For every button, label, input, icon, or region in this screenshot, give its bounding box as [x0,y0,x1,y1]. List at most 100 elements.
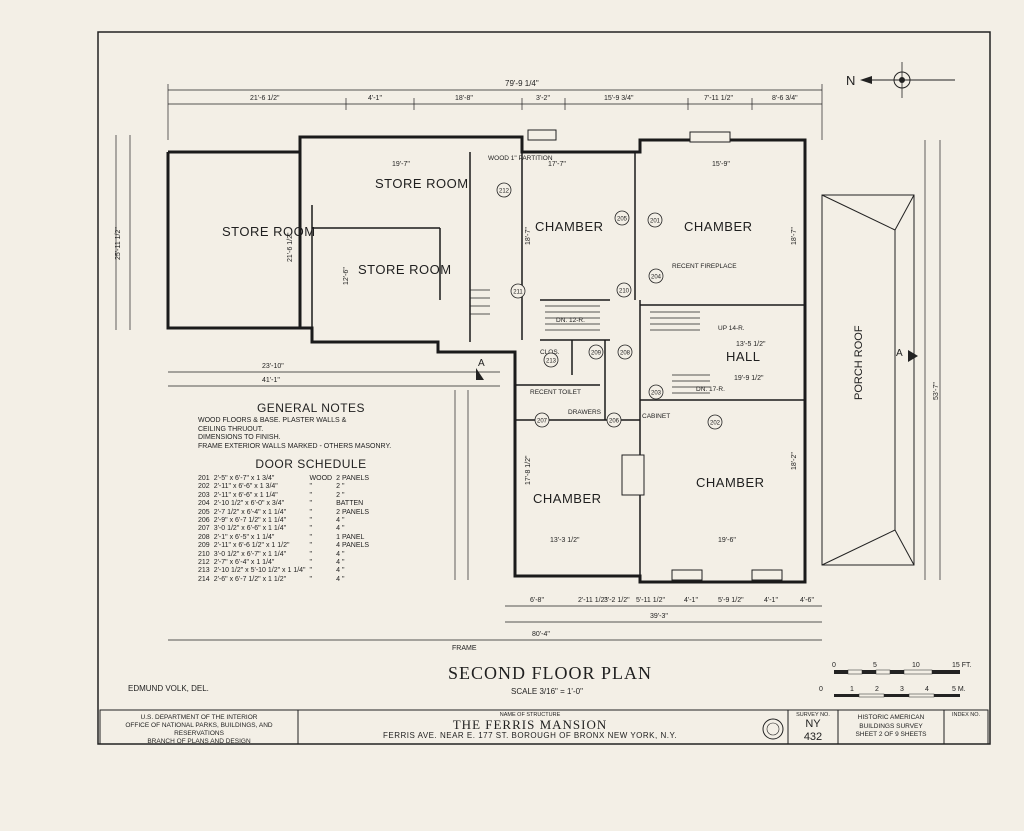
dim-sr2: 19'-7" [392,161,410,168]
door-schedule-cell: 2 " [336,491,345,499]
agency-line-2: OFFICE OF NATIONAL PARKS, BUILDINGS, AND… [125,722,273,737]
scale-m-4: 4 [925,686,929,693]
dim-top-4: 3'-2" [536,95,550,102]
room-label-recent-toilet: RECENT TOILET [530,389,581,396]
door-tag: 201 [647,212,663,228]
svg-text:208: 208 [620,351,631,357]
door-schedule-cell: 2'-7 1/2" x 6'-4" x 1 1/4" [213,508,287,516]
door-schedule-cell: 2'-7" x 6'-4" x 1 1/4" [213,559,275,567]
dim-ch4a: 19'-6" [718,537,736,544]
seal-icon [762,718,784,740]
dim-top-5: 15'-9 3/4" [604,95,634,102]
stair-label-dn17: DN. 17-R. [696,386,725,393]
section-marker-icon [476,350,918,380]
door-schedule-cell: 2'-9" x 6'-7 1/2" x 1 1/4" [213,517,287,525]
svg-text:213: 213 [546,359,557,365]
north-label: N [846,73,855,88]
room-label-chamber-1: CHAMBER [535,219,604,234]
door-tag: 211 [510,283,526,299]
porch-roof [821,194,915,566]
door-schedule-cell: " [309,567,313,575]
room-label-cabinet: CABINET [642,413,670,420]
stair-label-dn12: DN. 12-R. [556,317,585,324]
general-notes-heading: GENERAL NOTES [256,401,366,415]
dim-ch3b: 13'-3 1/2" [550,537,580,544]
scale-m-2: 2 [875,686,879,693]
room-label-hall: HALL [726,349,761,364]
door-schedule-cell: 202 [198,483,210,491]
svg-text:209: 209 [591,351,602,357]
scale-m-3: 3 [900,686,904,693]
scale-m-1: 1 [850,686,854,693]
frame-label: FRAME [452,645,477,652]
svg-text:212: 212 [499,189,510,195]
door-schedule-cell: 204 [198,500,210,508]
door-schedule-cell: 4 " [336,517,345,525]
door-tag: 213 [543,352,559,368]
door-tag: 205 [614,210,630,226]
dim-bottom-6: 5'-9 1/2" [718,597,744,604]
door-tag: 206 [606,412,622,428]
dim-bottom-total: 39'-3" [650,613,668,620]
door-tag: 208 [617,344,633,360]
door-schedule-cell: 213 [198,567,210,575]
door-schedule-cell: 2'-10 1/2" x 5'-10 1/2" x 1 1/4" [213,567,306,575]
door-schedule-cell: 4 " [336,550,345,558]
dim-left-side: 25'-11 1/2" [115,227,122,260]
door-schedule-cell: " [309,491,313,499]
general-notes-block: GENERAL NOTES WOOD FLOORS & BASE. PLASTE… [196,401,426,584]
door-tags: 201 202 203 204 205 206 207 208 209 210 … [496,182,723,430]
dim-left-41: 41'-1" [262,377,280,384]
door-schedule-cell: 2'-11" x 6'-6 1/2" x 1 1/2" [213,542,290,550]
dim-ch3a: 17'-8 1/2" [525,455,532,485]
svg-text:201: 201 [650,219,661,225]
dim-right-total: 53'-7" [933,382,940,400]
survey-block: SURVEY NO. NY 432 [788,712,838,744]
dim-bottom-1: 6'-8" [530,597,544,604]
index-label: INDEX NO. [951,712,981,718]
door-schedule-cell: 210 [198,550,210,558]
general-notes-text: WOOD FLOORS & BASE. PLASTER WALLS & CEIL… [198,417,392,450]
scale-ft-15: 15 FT. [952,662,972,669]
dim-sr1: 21'-6 1/2" [287,232,294,262]
door-schedule-cell: 209 [198,542,210,550]
agency-line-1: U.S. DEPARTMENT OF THE INTERIOR [140,714,258,721]
dim-top-7: 8'-6 3/4" [772,95,798,102]
door-schedule-heading: DOOR SCHEDULE [255,457,367,471]
porch-roof-label: PORCH ROOF [853,325,865,400]
room-label-store-room-2: STORE ROOM [375,176,469,191]
habs-line-2: BUILDINGS SURVEY [859,722,923,730]
dim-ch1b: 18'-7" [525,227,532,245]
door-schedule-cell: 4 " [336,567,345,575]
section-label-right: A [896,348,903,359]
door-schedule-cell: " [309,559,313,567]
door-tag: 207 [534,412,550,428]
structure-name: THE FERRIS MANSION [452,717,608,732]
habs-line-1: HISTORIC AMERICAN [857,714,925,721]
drawing-title: SECOND FLOOR PLAN [448,663,653,683]
name-of-structure-label: NAME OF STRUCTURE [499,712,561,718]
dim-top-1: 21'-6 1/2" [250,95,280,102]
door-schedule-cell: 208 [198,533,210,541]
structure-block: NAME OF STRUCTURE THE FERRIS MANSION FER… [300,712,760,740]
door-schedule-cell: " [309,517,313,525]
door-tag: 204 [648,268,664,284]
survey-label: SURVEY NO. [796,712,830,718]
door-tag: 202 [707,414,723,430]
door-schedule-cell: " [309,500,313,508]
dim-left-23: 23'-10" [262,363,284,370]
stair-label-up14: UP 14-R. [718,325,745,332]
dimension-lines [115,84,941,641]
room-label-clos: CLOS. [540,349,560,356]
svg-text:204: 204 [651,275,662,281]
staircase-icon [470,289,710,394]
door-tag: 209 [588,344,604,360]
